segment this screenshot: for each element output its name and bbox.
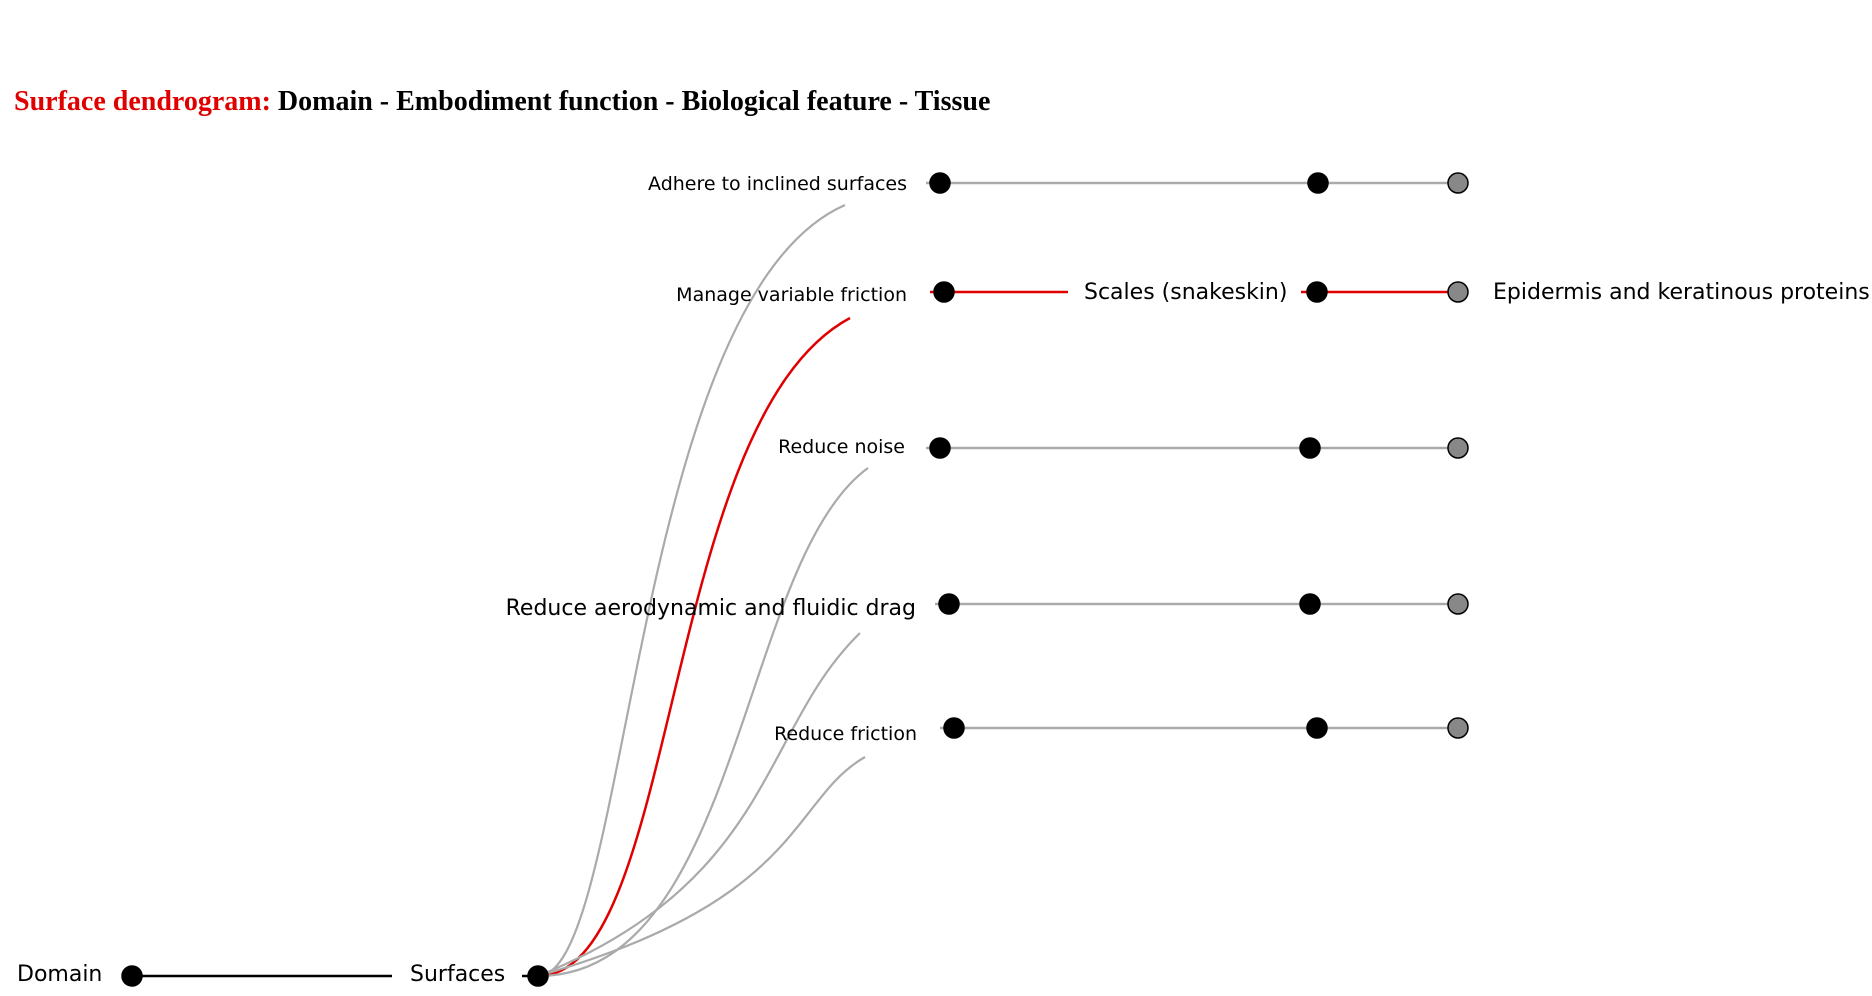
function-label-2: Manage variable friction bbox=[676, 284, 907, 307]
function-curve-2 bbox=[537, 316, 851, 978]
function-node-4 bbox=[938, 593, 960, 615]
feature-label-2: Scales (snakeskin) bbox=[1084, 280, 1288, 306]
function-curve-4 bbox=[537, 632, 861, 978]
domain-label: Domain bbox=[17, 962, 103, 987]
feature-node-5 bbox=[1306, 717, 1328, 739]
function-node-2 bbox=[933, 281, 955, 303]
function-label-1: Adhere to inclined surfaces bbox=[648, 173, 907, 196]
tissue-node-1 bbox=[1447, 172, 1469, 194]
tissue-node-2 bbox=[1447, 281, 1469, 303]
title-highlight: Surface dendrogram: bbox=[14, 86, 271, 117]
surfaces-node bbox=[527, 965, 549, 987]
tissue-node-4 bbox=[1447, 593, 1469, 615]
function-node-1 bbox=[929, 172, 951, 194]
domain-node bbox=[121, 965, 143, 987]
function-label-4: Reduce aerodynamic and fluidic drag bbox=[505, 596, 916, 622]
function-curve-3 bbox=[537, 467, 869, 978]
function-curve-1 bbox=[537, 203, 846, 978]
dendrogram-nodes bbox=[121, 172, 1469, 987]
function-node-5 bbox=[943, 717, 965, 739]
feature-node-2 bbox=[1306, 281, 1328, 303]
diagram-title: Surface dendrogram: Domain - Embodiment … bbox=[14, 86, 990, 118]
function-label-3: Reduce noise bbox=[778, 436, 905, 459]
title-rest: Domain - Embodiment function - Biologica… bbox=[277, 86, 991, 117]
feature-node-3 bbox=[1299, 437, 1321, 459]
tissue-label-2: Epidermis and keratinous proteins bbox=[1493, 280, 1870, 306]
function-curve-5 bbox=[537, 756, 866, 978]
function-label-5: Reduce friction bbox=[774, 723, 917, 746]
feature-node-4 bbox=[1299, 593, 1321, 615]
surfaces-label: Surfaces bbox=[410, 962, 506, 987]
tissue-node-5 bbox=[1447, 717, 1469, 739]
tissue-node-3 bbox=[1447, 437, 1469, 459]
feature-node-1 bbox=[1307, 172, 1329, 194]
function-node-3 bbox=[929, 437, 951, 459]
